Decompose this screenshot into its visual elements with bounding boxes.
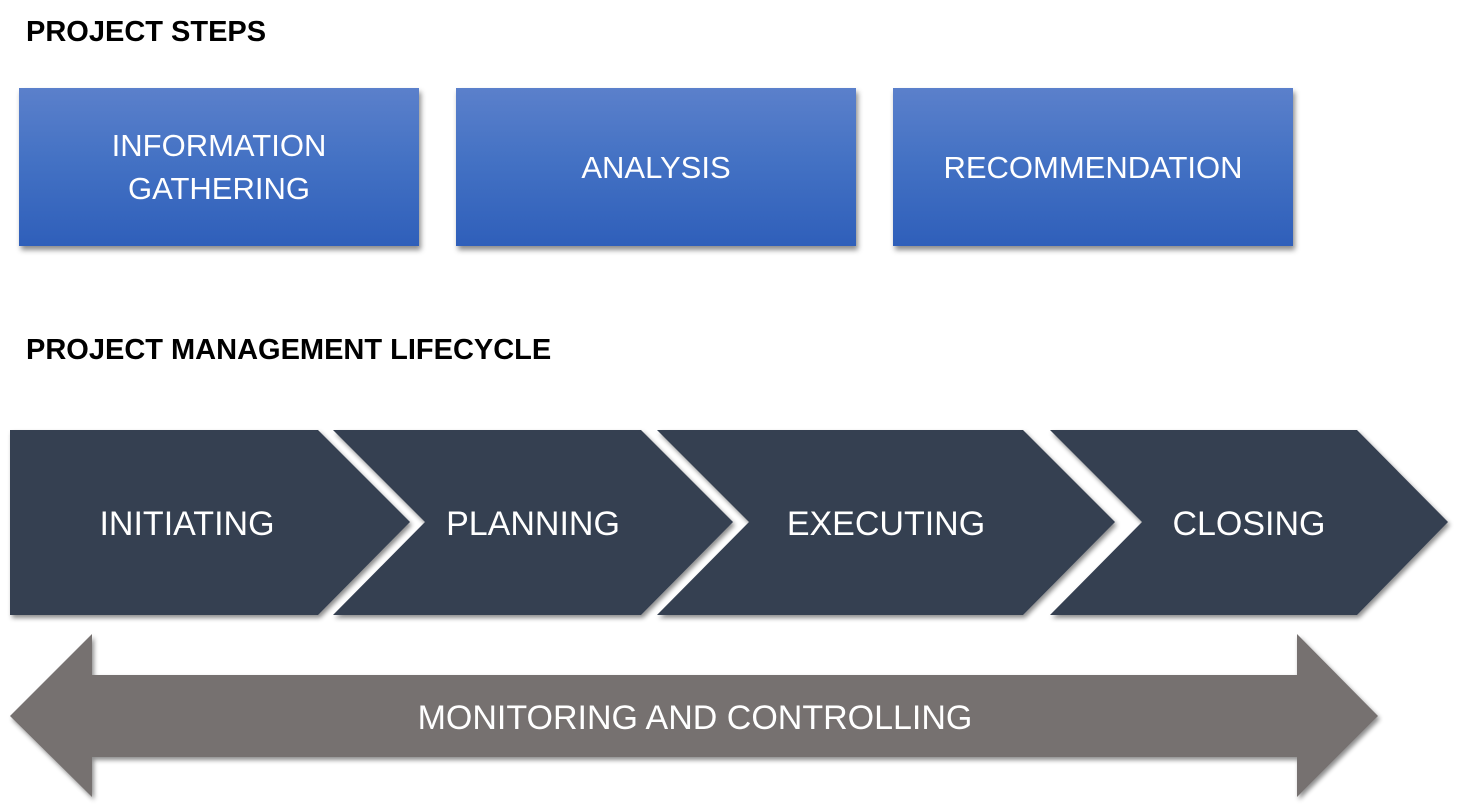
phase-chevron-closing bbox=[1050, 430, 1448, 615]
monitoring-label: MONITORING AND CONTROLLING bbox=[418, 699, 973, 737]
phase-label-planning: PLANNING bbox=[446, 505, 620, 543]
project-steps-heading: PROJECT STEPS bbox=[26, 16, 267, 48]
phase-label-initiating: INITIATING bbox=[99, 505, 274, 543]
monitoring-double-arrow bbox=[10, 634, 1378, 797]
phase-chevron-planning bbox=[333, 430, 733, 615]
phase-label-executing: EXECUTING bbox=[787, 505, 985, 543]
step-label: ANALYSIS bbox=[581, 149, 731, 185]
step-recommendation: RECOMMENDATION bbox=[893, 88, 1293, 246]
step-information-gathering: INFORMATION GATHERING bbox=[19, 88, 419, 246]
phase-label-closing: CLOSING bbox=[1172, 505, 1325, 543]
phase-chevron-initiating bbox=[10, 430, 410, 615]
lifecycle-heading: PROJECT MANAGEMENT LIFECYCLE bbox=[26, 334, 552, 366]
phase-chevron-executing bbox=[657, 430, 1115, 615]
step-label: RECOMMENDATION bbox=[943, 149, 1243, 185]
step-analysis: ANALYSIS bbox=[456, 88, 856, 246]
step-label: INFORMATION GATHERING bbox=[111, 128, 327, 206]
